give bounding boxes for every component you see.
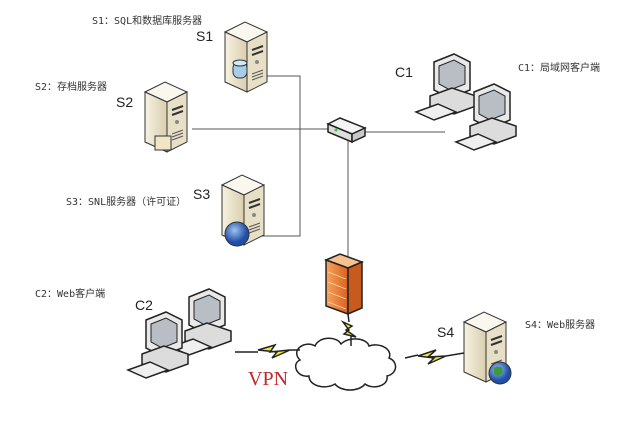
s2-description: S2：存档服务器 bbox=[35, 82, 108, 93]
server-s4-icon bbox=[463, 311, 512, 385]
client-c1-icon bbox=[415, 53, 517, 151]
s3-description: S3：SNL服务器（许可证） bbox=[66, 197, 187, 208]
lightning-links bbox=[235, 313, 465, 365]
c1-tag: C1 bbox=[395, 64, 413, 80]
server-s1-icon bbox=[224, 21, 268, 93]
s2-tag: S2 bbox=[116, 94, 134, 110]
internet-cloud-icon bbox=[294, 337, 397, 391]
switch-icon bbox=[326, 117, 367, 144]
s3-tag: S3 bbox=[193, 186, 211, 202]
vpn-label: VPN bbox=[248, 368, 289, 390]
server-s2-icon bbox=[144, 81, 188, 153]
s4-description: S4：Web服务器 bbox=[525, 320, 596, 331]
connection-lines bbox=[192, 75, 445, 258]
c1-description: C1：局域网客户端 bbox=[518, 63, 601, 74]
c2-description: C2：Web客户端 bbox=[35, 289, 106, 300]
lightning-c2-cloud bbox=[257, 343, 291, 359]
s4-tag: S4 bbox=[437, 324, 455, 340]
s1-description: S1：SQL和数据库服务器 bbox=[92, 16, 203, 27]
link-s1-switch bbox=[252, 75, 301, 128]
lightning-cloud-s4 bbox=[417, 349, 447, 365]
c2-tag: C2 bbox=[135, 297, 153, 313]
s1-tag: S1 bbox=[196, 28, 214, 44]
lightning-firewall-cloud bbox=[340, 320, 357, 338]
server-s3-icon bbox=[221, 174, 265, 247]
link-s3-switch bbox=[255, 128, 301, 237]
firewall-icon bbox=[323, 253, 365, 316]
